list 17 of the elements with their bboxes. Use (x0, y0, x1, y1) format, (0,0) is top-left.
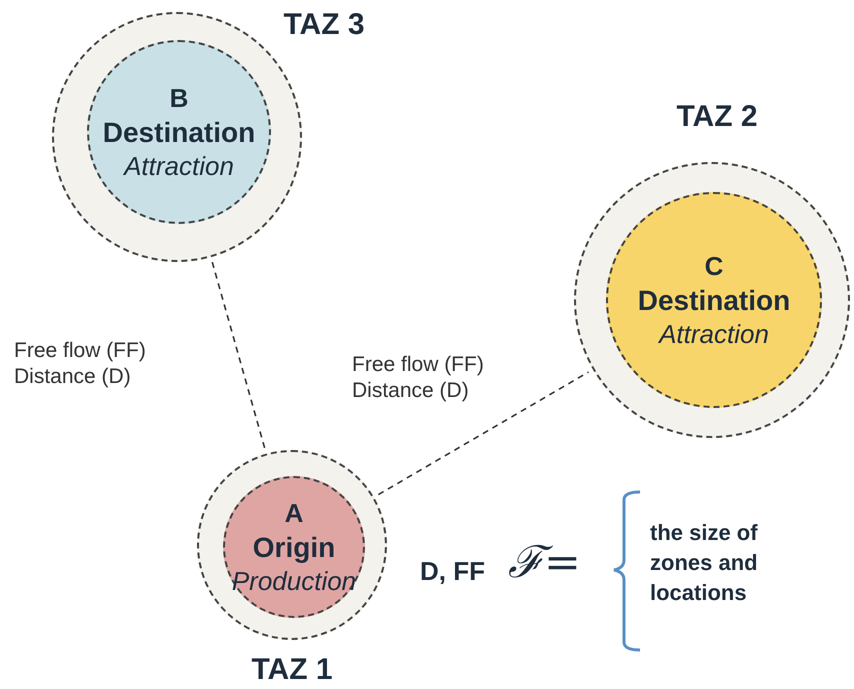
zone-letter: B (170, 82, 188, 114)
formula-function: ℱ= (508, 536, 581, 590)
zone-heading: TAZ 3 (282, 7, 366, 43)
zone-role: Destination (102, 116, 256, 150)
zone-letter: C (704, 250, 724, 282)
zone-heading: TAZ 1 (250, 652, 334, 688)
zone-function: Attraction (659, 318, 769, 350)
dashed-connector (212, 262, 266, 449)
zone-function: Attraction (124, 150, 234, 182)
dashed-connector (378, 371, 589, 496)
zone-letter: A (284, 497, 304, 530)
zone-role: Destination (638, 284, 790, 318)
formula-description: the size of zones and locations (650, 519, 759, 607)
formula-variables: D, FF (420, 555, 485, 588)
zone-function: Production (232, 564, 356, 597)
zone-heading: TAZ 2 (675, 99, 759, 135)
zone-role: Origin (252, 530, 336, 564)
